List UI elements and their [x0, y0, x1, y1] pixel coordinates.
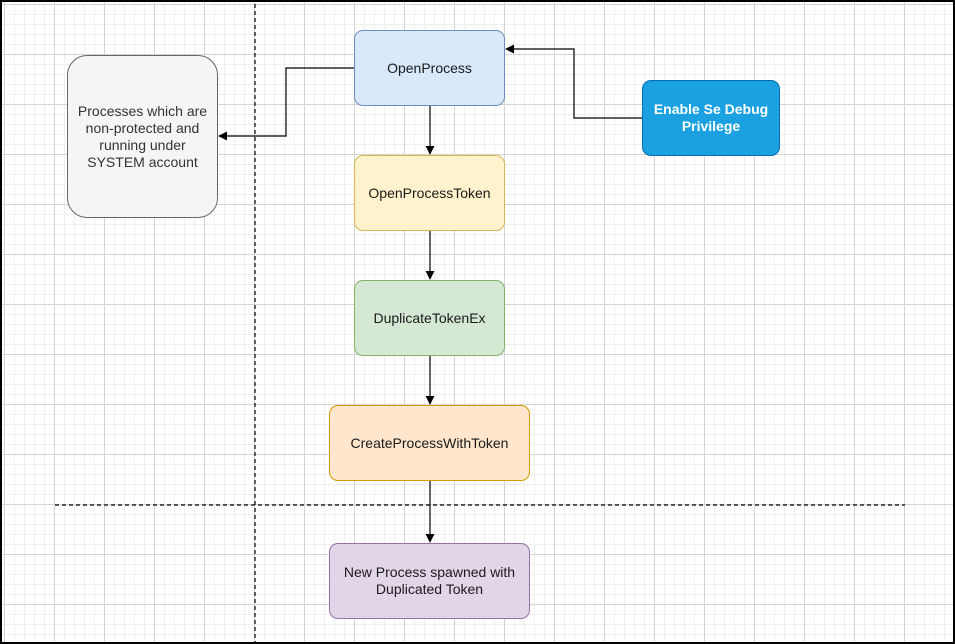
node-se-debug-privilege[interactable]: Enable Se Debug Privilege — [642, 80, 780, 156]
edge-openprocess-to-protected — [218, 67, 354, 141]
node-new-process-label: New Process spawned with Duplicated Toke… — [343, 564, 516, 597]
node-se-debug-privilege-label: Enable Se Debug Privilege — [653, 101, 769, 134]
node-open-process-token[interactable]: OpenProcessToken — [354, 155, 505, 231]
node-duplicate-token-ex-label: DuplicateTokenEx — [373, 309, 486, 326]
node-duplicate-token-ex[interactable]: DuplicateTokenEx — [354, 280, 505, 356]
node-open-process[interactable]: OpenProcess — [354, 30, 505, 106]
node-protected-processes-label: Processes which are non-protected and ru… — [77, 102, 208, 170]
edge-sedebug-to-openprocess — [505, 44, 642, 119]
node-create-process-with-token-label: CreateProcessWithToken — [350, 434, 509, 451]
node-new-process[interactable]: New Process spawned with Duplicated Toke… — [329, 543, 530, 619]
node-create-process-with-token[interactable]: CreateProcessWithToken — [329, 405, 530, 481]
node-open-process-label: OpenProcess — [387, 59, 472, 76]
node-protected-processes[interactable]: Processes which are non-protected and ru… — [67, 55, 218, 218]
node-open-process-token-label: OpenProcessToken — [368, 184, 491, 201]
